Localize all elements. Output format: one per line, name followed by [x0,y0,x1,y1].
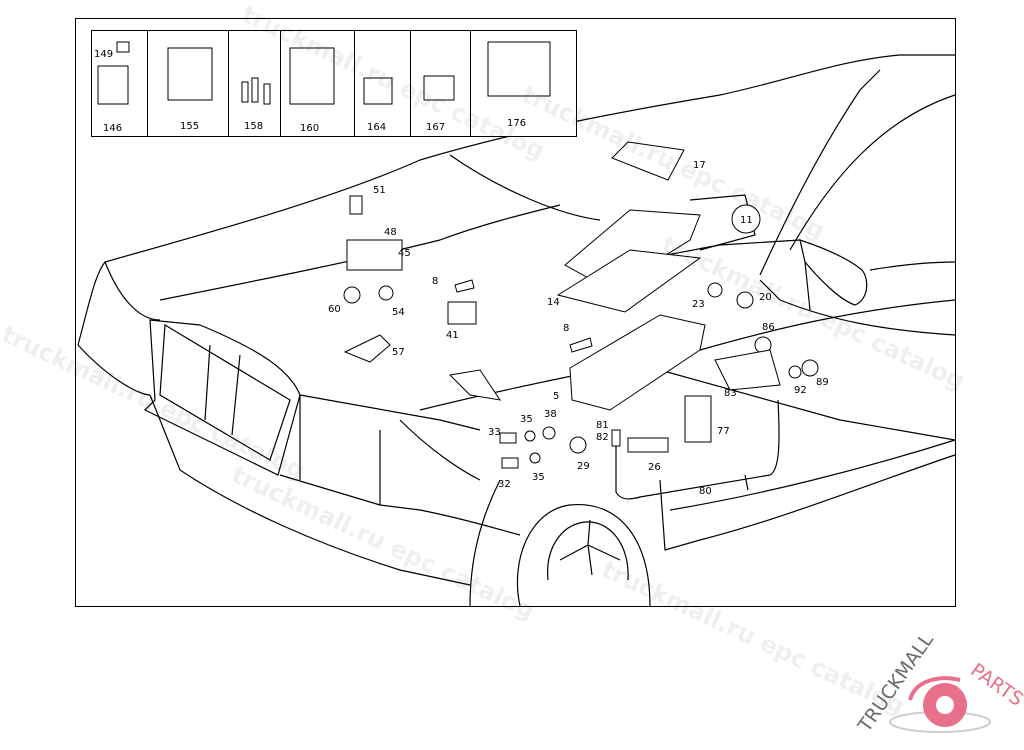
callout-45: 45 [398,248,411,259]
bracket-57-icon [343,334,391,363]
nut-60-icon [343,286,361,304]
seal-14-icon [556,249,702,313]
relay-176-icon [487,41,551,97]
watermark-text: truckmall.ru epc catalog [597,555,909,720]
nut-20-icon [736,291,754,309]
fusebox-5-icon [569,314,706,411]
callout-circle-11 [731,204,761,234]
callout-80: 80 [699,486,712,497]
callout-8b: 8 [563,323,569,334]
label-158: 158 [244,121,263,132]
terminal-block-83-icon [714,349,781,391]
callout-labels: 17 11 51 48 45 8 60 54 41 57 14 23 20 86… [328,160,829,497]
callout-41: 41 [446,330,459,341]
bracket-45-icon [346,239,403,271]
connector-81-icon [611,429,621,447]
callout-33: 33 [488,427,501,438]
callout-17: 17 [693,160,706,171]
watermark-text: truckmall.ru epc catalog [227,460,539,625]
callout-35b: 35 [532,472,545,483]
callout-35: 35 [520,414,533,425]
callout-29: 29 [577,461,590,472]
label-160: 160 [300,123,319,134]
cover-17-icon [611,141,685,181]
screw-23-icon [707,282,723,298]
callout-14: 14 [547,297,560,308]
header-parts-table: 149 146 155 158 160 164 167 176 [91,30,577,137]
callout-89: 89 [816,377,829,388]
label-146: 146 [103,123,122,134]
callout-83: 83 [724,388,737,399]
callout-81: 81 [596,420,609,431]
callout-26: 26 [648,462,661,473]
callout-32: 32 [498,479,511,490]
diagram-frame [75,18,956,607]
logo-text-pink: PARTS [966,659,1024,711]
screw-51-icon [349,195,363,215]
callout-48: 48 [384,227,397,238]
label-167: 167 [426,122,445,133]
callout-38: 38 [544,409,557,420]
bracket-icon [448,369,502,401]
relay-77-icon [684,395,712,443]
label-164: 164 [367,122,386,133]
callout-92: 92 [794,385,807,396]
callout-8: 8 [432,276,438,287]
callout-51: 51 [373,185,386,196]
relay-167-icon [423,75,455,101]
callout-60: 60 [328,304,341,315]
parts-shapes [343,141,819,469]
relay-160-icon [289,47,335,105]
relay-146-icon [97,65,129,105]
label-176: 176 [507,118,526,129]
relay-164-icon [363,77,393,105]
callout-82: 82 [596,432,609,443]
callout-86: 86 [762,322,775,333]
bolt-32-icon [501,457,519,469]
callout-57: 57 [392,347,405,358]
label-155: 155 [180,121,199,132]
label-149: 149 [94,49,113,60]
car-body-drawing [77,54,956,607]
watermark-text: truckmall.ru epc catalog [0,320,309,485]
callout-23: 23 [692,299,705,310]
fuse-8b-icon [569,337,593,353]
relay-155-icon [167,47,213,101]
callout-20: 20 [759,292,772,303]
grommet-29-icon [569,436,587,454]
relay-41-icon [447,301,477,325]
callout-5: 5 [553,391,559,402]
callout-77: 77 [717,426,730,437]
bolt-33-icon [499,432,517,444]
fuse-8-icon [454,279,475,293]
callout-11: 11 [740,215,753,226]
callout-54: 54 [392,307,405,318]
nut-89-icon [801,359,819,377]
bracket-26-icon [627,437,669,453]
screw-54-icon [378,285,394,301]
fuse-149-icon [116,41,130,53]
cable-80-icon [615,399,780,500]
